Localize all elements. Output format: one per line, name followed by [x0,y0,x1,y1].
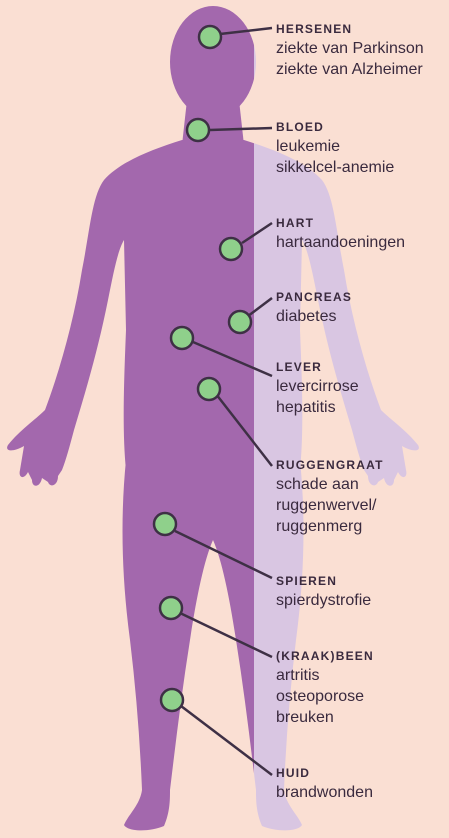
condition: hartaandoeningen [276,232,405,253]
organ-name: huid [276,764,373,782]
label-spieren: spieren spierdystrofie [276,572,371,611]
label-kraakbeen: (kraak)been artritis osteoporose breuken [276,647,374,728]
dot-ruggengraat [198,378,220,400]
condition: leukemie [276,136,394,157]
organ-name: pancreas [276,288,352,306]
condition: ziekte van Alzheimer [276,59,424,80]
organ-name: hart [276,214,405,232]
dot-spieren [154,513,176,535]
condition: spierdystrofie [276,590,371,611]
dot-hersenen [199,26,221,48]
dot-hart [220,238,242,260]
dot-lever [171,327,193,349]
label-bloed: bloed leukemie sikkelcel-anemie [276,118,394,178]
label-lever: lever levercirrose hepatitis [276,358,359,418]
condition: osteoporose [276,686,374,707]
dot-huid [161,689,183,711]
condition: ziekte van Parkinson [276,38,424,59]
organ-name: (kraak)been [276,647,374,665]
organ-name: hersenen [276,20,424,38]
label-huid: huid brandwonden [276,764,373,803]
label-hart: hart hartaandoeningen [276,214,405,253]
dot-kraakbeen [160,597,182,619]
condition: hepatitis [276,397,359,418]
condition: diabetes [276,306,352,327]
condition: ruggenwervel/ [276,495,384,516]
condition: sikkelcel-anemie [276,157,394,178]
dot-pancreas [229,311,251,333]
label-hersenen: hersenen ziekte van Parkinson ziekte van… [276,20,424,80]
organ-name: bloed [276,118,394,136]
label-pancreas: pancreas diabetes [276,288,352,327]
condition: brandwonden [276,782,373,803]
condition: ruggenmerg [276,516,384,537]
label-ruggengraat: ruggengraat schade aan ruggenwervel/ rug… [276,456,384,537]
condition: breuken [276,707,374,728]
condition: levercirrose [276,376,359,397]
condition: artritis [276,665,374,686]
organ-name: spieren [276,572,371,590]
dot-bloed [187,119,209,141]
organ-name: lever [276,358,359,376]
organ-name: ruggengraat [276,456,384,474]
condition: schade aan [276,474,384,495]
